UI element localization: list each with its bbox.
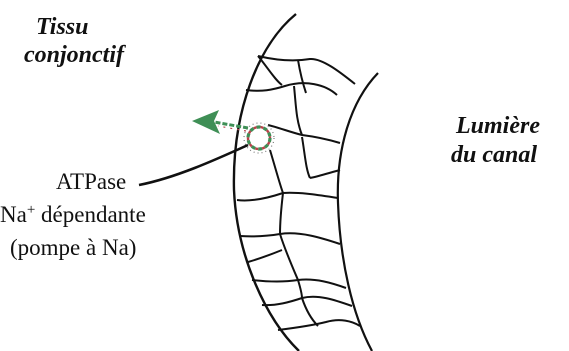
atpase-pump-icon [244, 123, 274, 153]
label-tissu: Tissu [36, 15, 88, 39]
label-na-dependante: Na+ dépendante [0, 203, 146, 226]
outer-epithelium-edge [234, 14, 299, 351]
label-pompe-a-na: (pompe à Na) [10, 236, 136, 259]
na-symbol: Na [0, 202, 27, 227]
label-lumiere: Lumière [456, 114, 540, 138]
label-atpase: ATPase [56, 170, 126, 193]
lumen-edge [338, 73, 378, 351]
atpase-leader-line [139, 145, 248, 185]
label-du-canal: du canal [451, 143, 537, 167]
dependante-text: dépendante [35, 202, 145, 227]
cell-walls [237, 56, 360, 330]
label-conjonctif: conjonctif [24, 43, 124, 67]
